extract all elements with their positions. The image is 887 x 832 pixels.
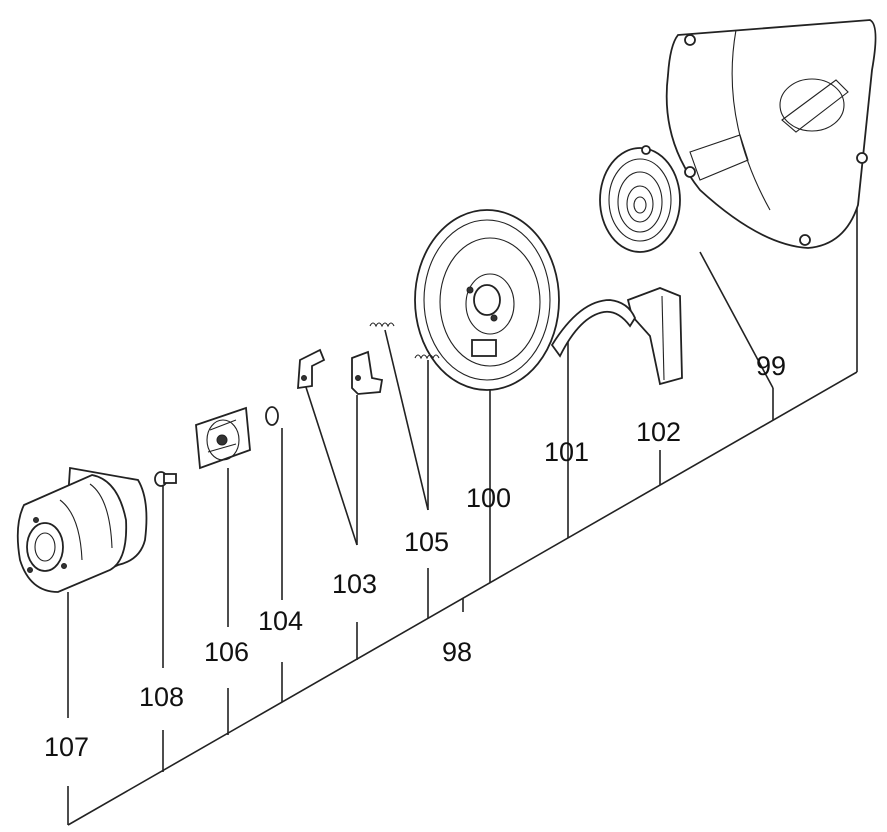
part-106-plate [195, 406, 251, 470]
label-106: 106 [204, 637, 249, 667]
part-101-spring [599, 145, 681, 253]
label-107: 107 [44, 732, 89, 762]
part-100-pulley [414, 209, 637, 391]
label-98: 98 [442, 637, 472, 667]
part-labels: 99 100 101 102 103 104 105 106 107 108 9… [44, 351, 786, 762]
label-99: 99 [756, 351, 786, 381]
label-102: 102 [636, 417, 681, 447]
part-102-handle [626, 287, 683, 386]
label-104: 104 [258, 606, 303, 636]
label-105: 105 [404, 527, 449, 557]
part-105-springs [369, 322, 440, 360]
part-108-screw [154, 471, 177, 487]
part-99-housing [665, 19, 877, 249]
part-107-cup [16, 466, 148, 593]
label-100: 100 [466, 483, 511, 513]
label-108: 108 [139, 682, 184, 712]
label-103: 103 [332, 569, 377, 599]
part-103-pawls [297, 348, 384, 395]
leader-lines [67, 190, 858, 826]
part-104-ring [265, 406, 279, 426]
label-101: 101 [544, 437, 589, 467]
